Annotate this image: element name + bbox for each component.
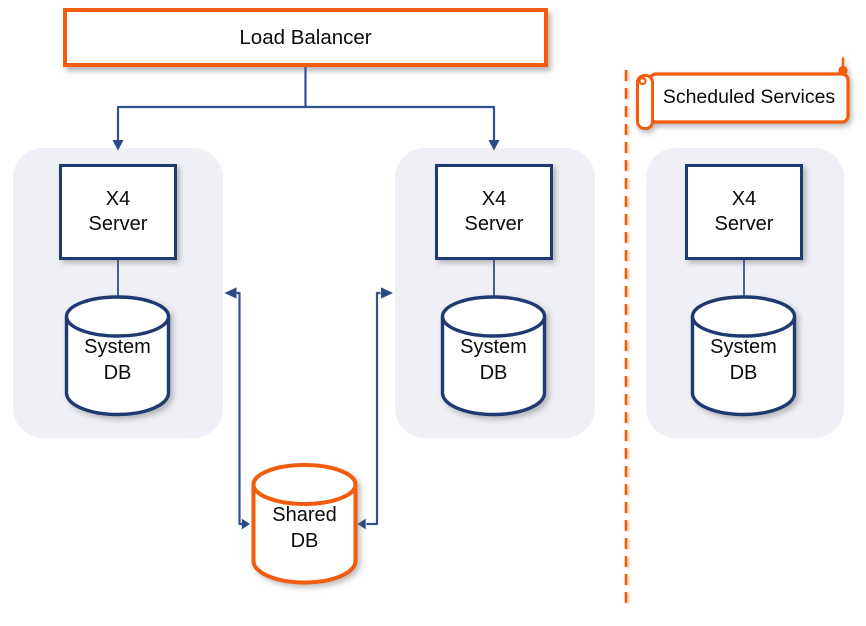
database-cylinder-icon	[440, 295, 547, 417]
system-db-node-2: System DB	[440, 294, 547, 418]
scheduled-services-label: Scheduled Services	[662, 86, 836, 108]
system-db-node-1: System DB	[64, 294, 171, 418]
system-db-label-2: System DB	[460, 336, 527, 384]
arrowhead-into-shared-db-right-icon	[357, 518, 366, 530]
arrowhead-into-left-group-icon	[224, 287, 237, 299]
load-balancer-label: Load Balancer	[239, 25, 372, 49]
right-group-shared-db-connector	[366, 291, 381, 526]
shared-db-label: Shared DB	[272, 504, 337, 552]
x4-server-node-3: X4 Server	[685, 164, 803, 260]
shared-db-node: Shared DB	[251, 462, 358, 586]
load-balancer-node: Load Balancer	[63, 8, 548, 67]
system-db-node-3: System DB	[690, 294, 797, 418]
arrowhead-into-shared-db-left-icon	[241, 518, 250, 530]
x4-server-node-1: X4 Server	[59, 164, 177, 260]
x4-server-label-1: X4 Server	[88, 188, 148, 235]
lb-branch-connector	[116, 105, 496, 141]
x4-server-node-2: X4 Server	[435, 164, 553, 260]
left-group-shared-db-connector	[236, 291, 243, 526]
database-cylinder-icon	[690, 295, 797, 417]
arrowhead-into-right-group-icon	[381, 287, 393, 299]
banner-left-curl-icon	[638, 76, 647, 86]
banner-curl-knob-icon	[838, 65, 848, 76]
system-db-label-3: System DB	[710, 336, 777, 384]
system-db-label-1: System DB	[84, 336, 151, 384]
x4-server-label-2: X4 Server	[464, 188, 524, 235]
x4-server-label-3: X4 Server	[714, 188, 774, 235]
database-cylinder-icon	[251, 463, 358, 585]
